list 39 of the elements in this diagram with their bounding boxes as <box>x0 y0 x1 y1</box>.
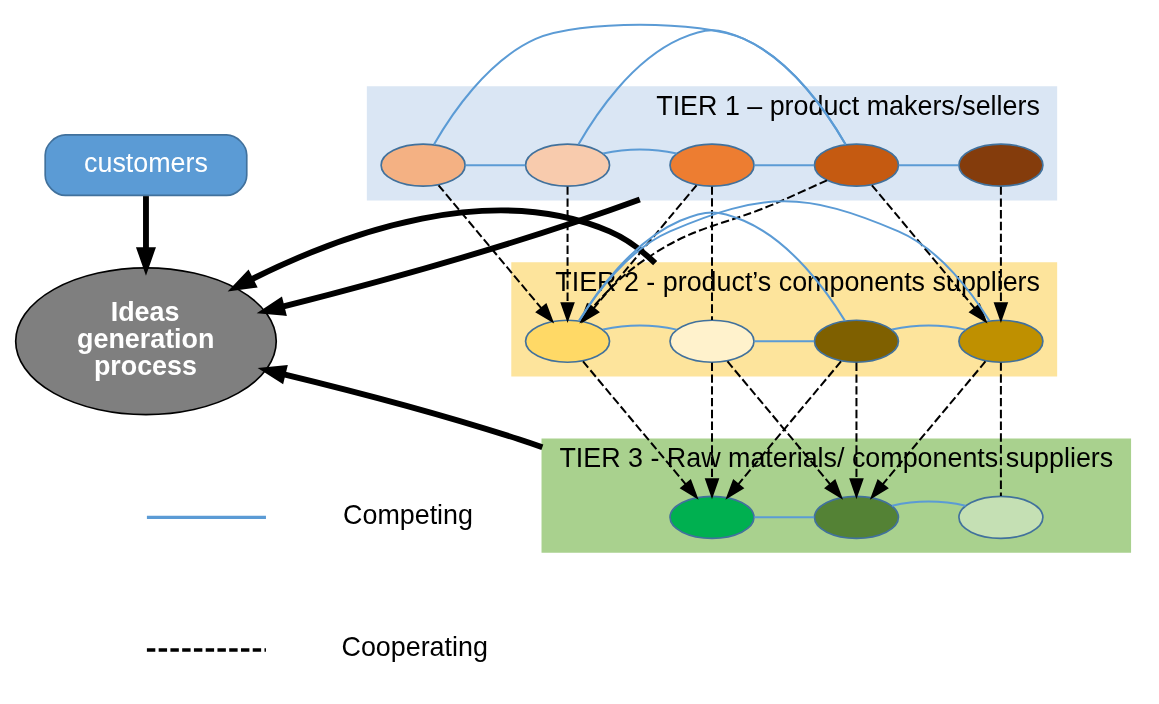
arrow <box>871 184 988 324</box>
arrow <box>582 360 699 500</box>
connector <box>711 186 713 320</box>
connector <box>891 324 966 331</box>
connector <box>433 23 847 145</box>
arrow <box>849 362 864 499</box>
cluster: TIER 1 – product makers/sellers <box>366 85 1058 200</box>
connector <box>891 500 966 507</box>
node-ellipse <box>958 318 1044 363</box>
arrow <box>257 364 544 450</box>
arrow <box>135 195 156 276</box>
legend-label: Competing <box>343 499 473 530</box>
node-ellipse <box>380 142 466 187</box>
node-ellipse <box>669 142 755 187</box>
arrow <box>437 184 555 324</box>
arrow <box>256 196 641 316</box>
arrow <box>993 186 1009 323</box>
connector <box>898 163 959 166</box>
connector <box>465 163 526 166</box>
node-ellipse <box>958 495 1044 539</box>
node-ellipse <box>669 318 755 363</box>
node-ellipse <box>813 142 900 187</box>
node-ellipse <box>524 318 611 363</box>
node-box: customers <box>44 133 248 196</box>
arrow <box>227 207 658 292</box>
arrow <box>704 362 720 499</box>
arrow <box>560 186 575 323</box>
node-ellipse <box>524 142 611 187</box>
node-ellipse <box>813 318 900 363</box>
legend-label: Cooperating <box>341 631 488 662</box>
connector <box>999 362 1002 496</box>
connector <box>754 339 815 342</box>
connector <box>602 147 677 154</box>
node-ellipse <box>669 495 755 539</box>
node-ellipse <box>958 142 1044 187</box>
node-ellipse <box>813 495 900 539</box>
connector <box>602 324 677 331</box>
connector <box>754 163 815 166</box>
connector <box>754 515 815 518</box>
